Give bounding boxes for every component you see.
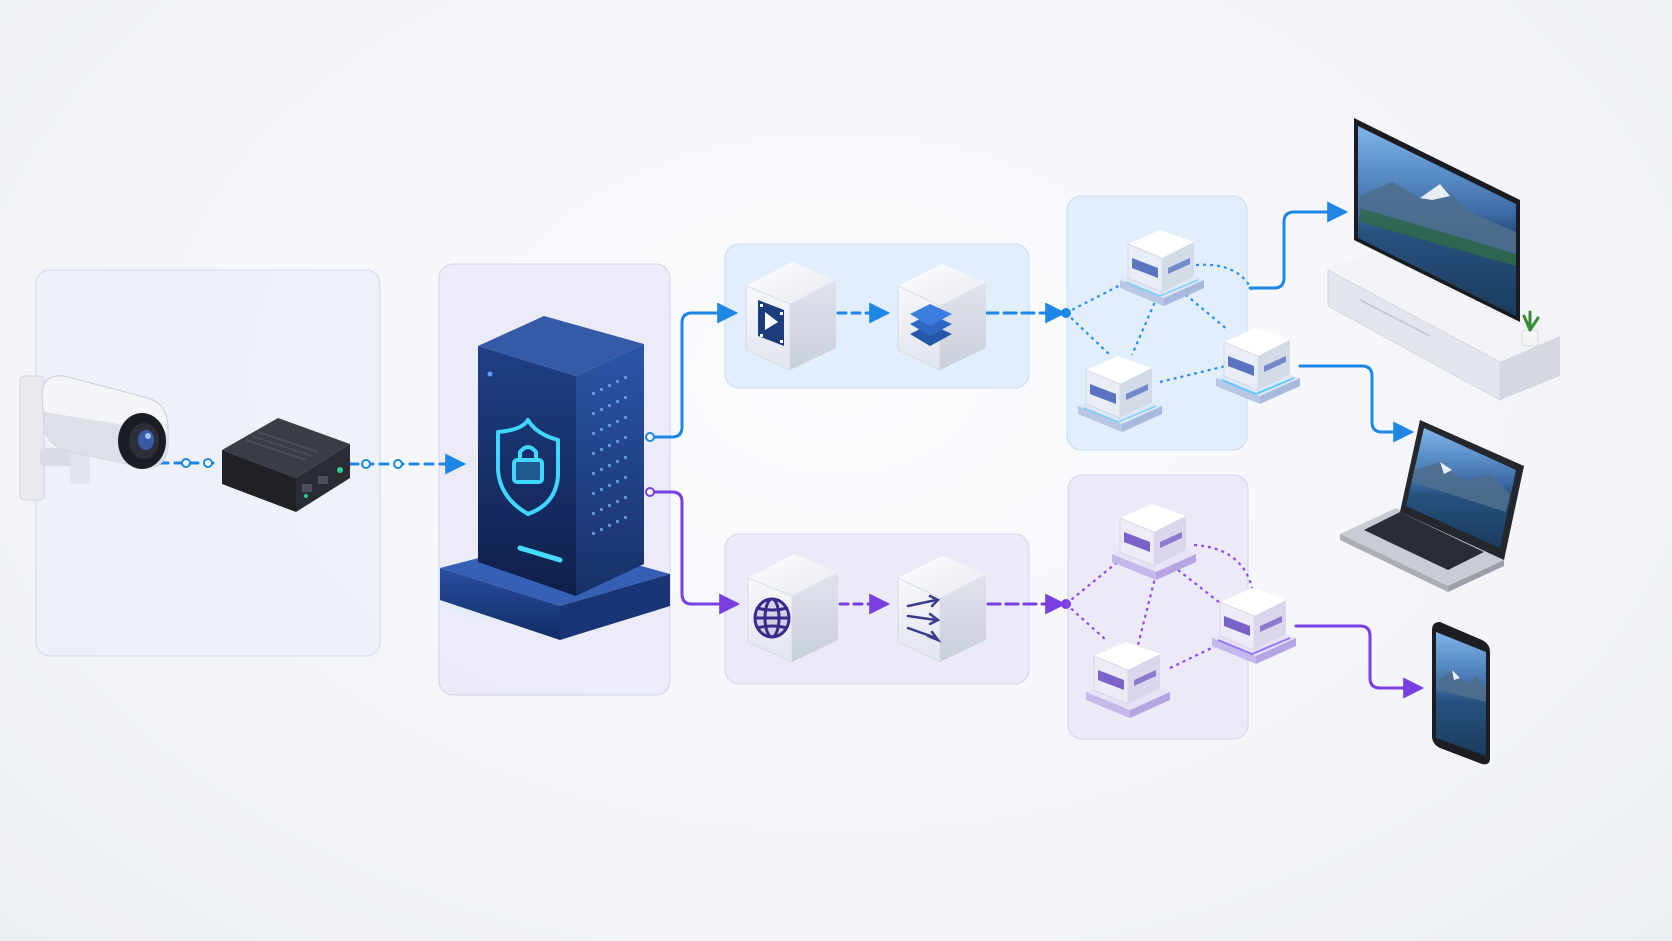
edge-node-icon bbox=[1212, 588, 1296, 664]
video-module bbox=[745, 262, 836, 371]
layers-icon bbox=[910, 304, 952, 346]
edge-nodes-purple bbox=[1086, 504, 1296, 718]
routing-module bbox=[897, 556, 986, 663]
flow-server-globe bbox=[648, 490, 741, 615]
server-side bbox=[576, 344, 644, 596]
edge-node-icon bbox=[1086, 642, 1170, 718]
globe-icon bbox=[753, 597, 791, 639]
shield-lock-icon bbox=[496, 418, 560, 516]
flow-edge-tv bbox=[1248, 201, 1349, 290]
server-top bbox=[478, 316, 644, 376]
tv-stand bbox=[1328, 244, 1560, 362]
flow-server-video bbox=[648, 302, 739, 439]
secure-server bbox=[435, 316, 675, 640]
flow-edge-phone bbox=[1294, 624, 1425, 699]
server-status-bar bbox=[517, 545, 563, 563]
security-camera-icon bbox=[19, 375, 169, 501]
tv-icon bbox=[1327, 118, 1560, 401]
encoder-box-icon bbox=[222, 418, 350, 512]
mesh-links-purple bbox=[1065, 543, 1254, 669]
edge-nodes-blue bbox=[1078, 230, 1300, 432]
plant-icon bbox=[1521, 310, 1540, 347]
server-vent-dots bbox=[592, 376, 627, 535]
mesh-links-blue bbox=[1065, 263, 1253, 384]
flow-edge-laptop bbox=[1298, 364, 1415, 443]
edge-node-icon bbox=[1120, 230, 1204, 306]
smartphone-icon bbox=[1432, 622, 1490, 765]
routing-arrows-icon bbox=[906, 594, 942, 643]
server-front bbox=[478, 346, 576, 596]
edge-node-icon bbox=[1112, 504, 1196, 580]
video-play-icon bbox=[758, 300, 784, 346]
globe-module bbox=[747, 554, 838, 663]
connector-dots bbox=[181, 308, 1071, 469]
edge-node-icon bbox=[1078, 356, 1162, 432]
edge-node-icon bbox=[1216, 328, 1300, 404]
layers-module bbox=[897, 264, 986, 371]
laptop-icon bbox=[1340, 420, 1524, 592]
